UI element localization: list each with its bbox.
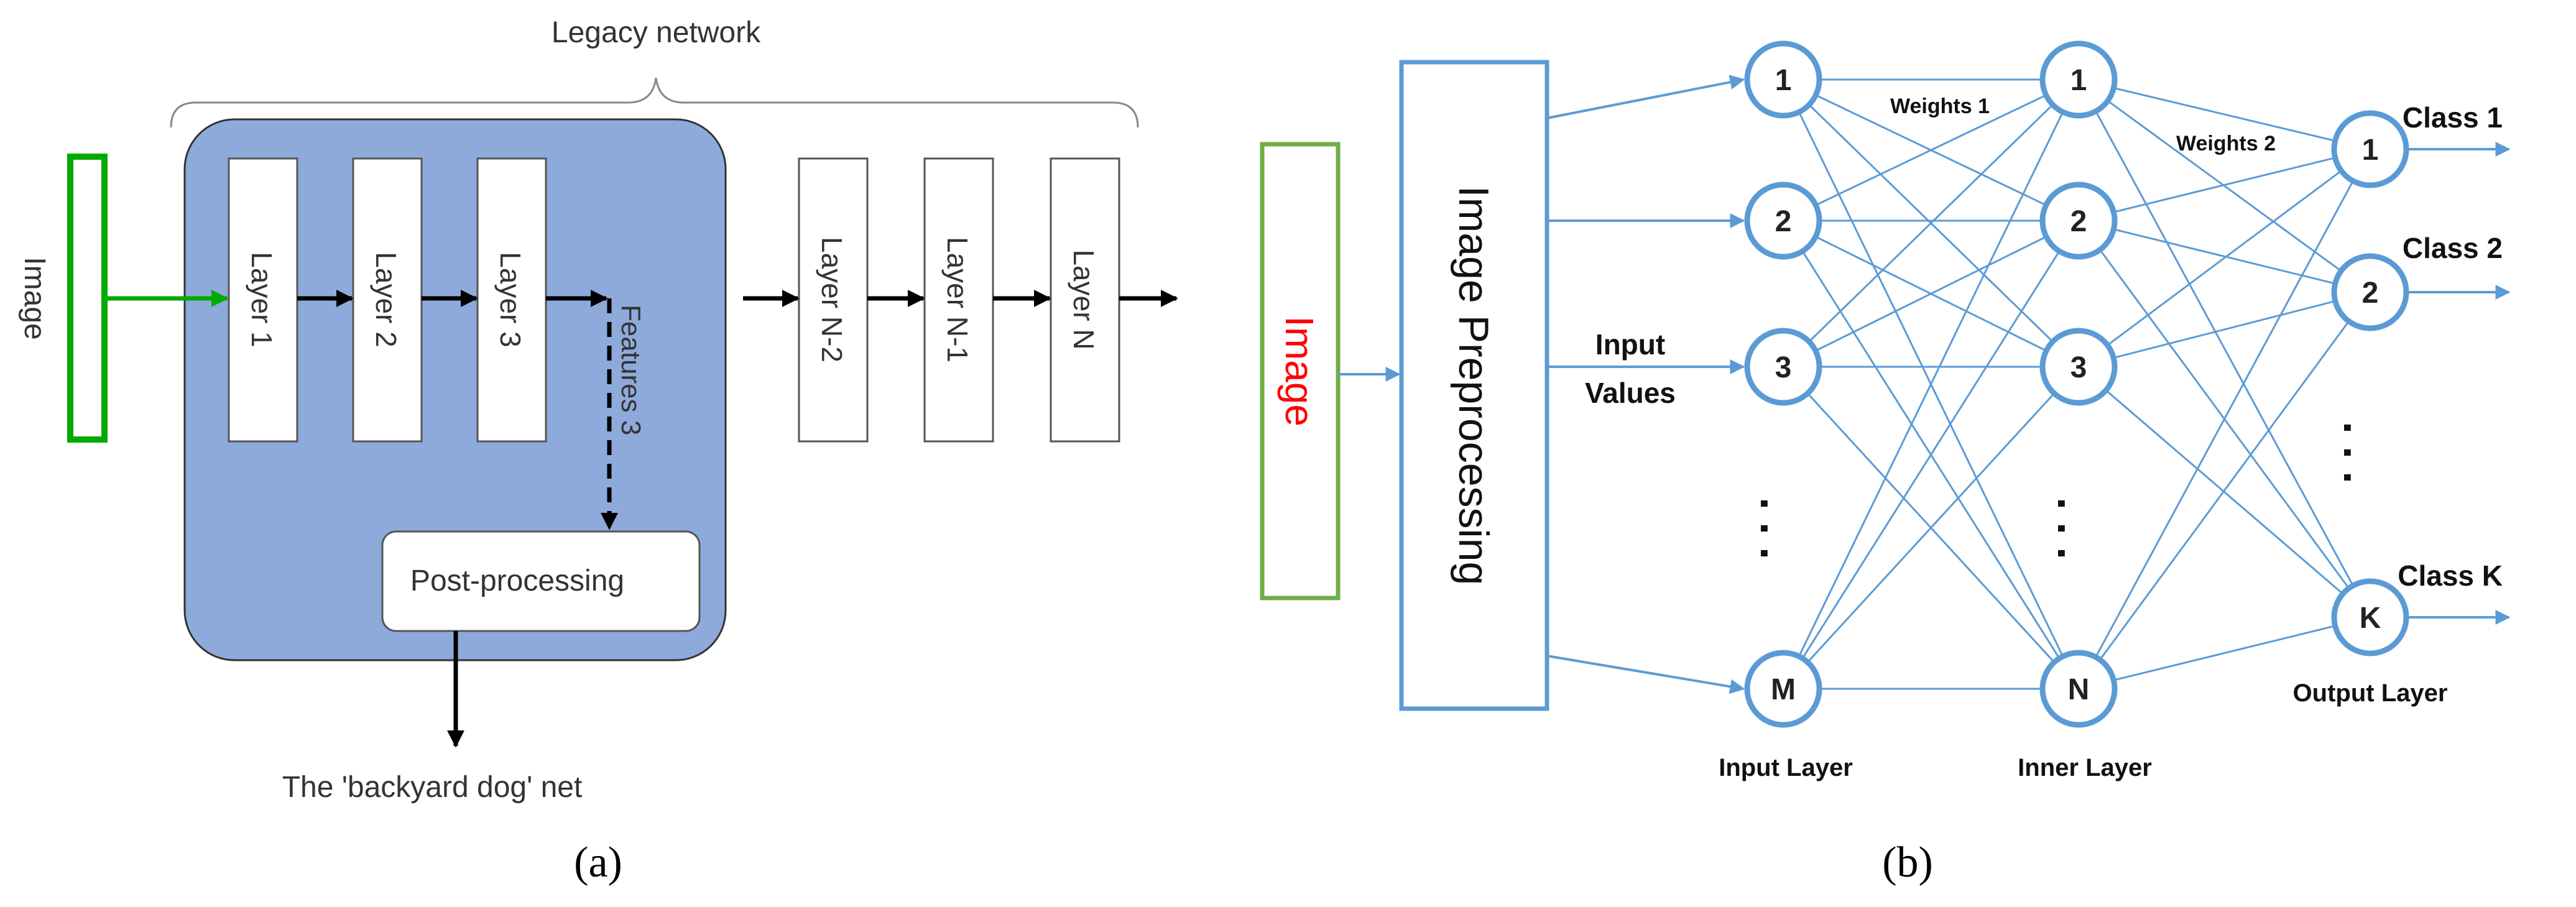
input-node-3-circle — [1744, 328, 1822, 406]
layer-n-label: Layer N — [1068, 249, 1100, 349]
layer-n-1-label: Layer N-1 — [941, 237, 974, 362]
image-box-b — [1260, 142, 1341, 601]
weight1-connection — [1782, 78, 2080, 368]
inner-node-1: 1 — [2039, 40, 2118, 119]
backyard-dog-label: The 'backyard dog' net — [282, 771, 583, 804]
preprocessing-label: Image Preprocessing — [1450, 186, 1497, 586]
input-values-label-line1: Input — [1595, 328, 1665, 361]
weight1-connection — [1783, 219, 2079, 368]
nodes-group: 1 2 3M 1 2 3N 1 2K — [1744, 40, 2409, 728]
input-node-3: 3 — [1744, 328, 1822, 406]
output-ellipsis: . . . — [2334, 421, 2384, 484]
input-node-3-label: 3 — [1775, 351, 1792, 384]
connections-group — [1782, 78, 2371, 690]
output-node-1: 1 — [2331, 110, 2409, 188]
layer-2-label: Layer 2 — [370, 252, 402, 347]
input-layer-label: Input Layer — [1719, 754, 1853, 781]
output-layer-label: Output Layer — [2293, 679, 2448, 707]
weight2-connection — [2078, 219, 2371, 293]
layer-1-label: Layer 1 — [246, 252, 278, 347]
output-node-2-circle — [2331, 253, 2409, 331]
input-node-1-label: 1 — [1775, 64, 1792, 97]
weight2-connection — [2078, 148, 2371, 368]
inner-node-1-circle — [2039, 40, 2118, 119]
inner-node-1-label: 1 — [2070, 64, 2087, 97]
input-node-1-circle — [1744, 40, 1822, 119]
image-input-label: Image — [18, 257, 51, 339]
image-label-b: Image — [1277, 316, 1322, 426]
features-3-label: Features 3 — [616, 305, 646, 435]
inner-node-2-circle — [2039, 182, 2118, 260]
weights-2-label: Weights 2 — [2176, 132, 2276, 155]
input-node-m: M — [1744, 650, 1822, 728]
inner-node-2: 2 — [2039, 182, 2118, 260]
weight2-connection — [2078, 78, 2371, 150]
output-node-2: 2 — [2331, 253, 2409, 331]
inner-node-3-label: 3 — [2070, 351, 2087, 384]
output-node-2-label: 2 — [2362, 277, 2379, 310]
weight2-connection — [2078, 291, 2371, 368]
weight2-connection — [2078, 148, 2371, 222]
input-node-2-label: 2 — [1775, 205, 1792, 238]
weight2-connection — [2077, 79, 2371, 618]
preprocessing-box — [1399, 60, 1549, 711]
class-k-label: Class K — [2398, 559, 2503, 592]
input-node-1: 1 — [1744, 40, 1822, 119]
input-node-m-label: M — [1771, 673, 1796, 706]
caption-b: (b) — [1882, 839, 1933, 886]
input-arrow — [1546, 75, 1745, 119]
input-node-m-circle — [1744, 650, 1822, 728]
weight2-connection — [2077, 149, 2371, 689]
legacy-network-label: Legacy network — [552, 16, 761, 49]
input-node-2: 2 — [1744, 182, 1822, 260]
layer-3-label: Layer 3 — [494, 252, 527, 347]
inner-ellipsis: . . . — [2048, 497, 2098, 559]
layer-1-box — [228, 157, 298, 443]
output-node-k-label: K — [2360, 602, 2381, 635]
input-node-2-circle — [1744, 182, 1822, 260]
inner-node-n-circle — [2039, 650, 2118, 728]
input-values-label-line2: Values — [1585, 377, 1676, 409]
output-node-k-circle — [2331, 578, 2409, 656]
image-input-box — [67, 154, 108, 443]
output-node-1-circle — [2331, 110, 2409, 188]
inner-node-n: N — [2039, 650, 2118, 728]
weight2-connection — [2077, 292, 2371, 689]
class-2-label: Class 2 — [2403, 232, 2503, 264]
inner-layer-label: Inner Layer — [2018, 754, 2152, 781]
postprocessing-box — [381, 530, 701, 632]
input-ellipsis: . . . — [1751, 497, 1801, 559]
weight2-connection — [2078, 616, 2371, 690]
output-node-1-label: 1 — [2362, 134, 2379, 167]
caption-a: (a) — [574, 839, 622, 886]
weight1-connection — [1782, 220, 2080, 689]
weights-1-label: Weights 1 — [1890, 94, 1990, 118]
postprocessing-label: Post-processing — [410, 564, 624, 597]
inner-node-2-label: 2 — [2070, 205, 2087, 238]
class-1-label: Class 1 — [2403, 101, 2503, 134]
inner-node-3-circle — [2039, 328, 2118, 406]
weight1-connection — [1783, 78, 2079, 222]
weight1-connection — [1782, 366, 2080, 690]
input-arrow — [1546, 655, 1745, 694]
legacy-network-brace — [170, 77, 1139, 128]
layer-n-box — [1050, 157, 1120, 443]
layer-n-1-box — [923, 157, 994, 443]
inner-node-3: 3 — [2039, 328, 2118, 406]
inner-node-n-label: N — [2068, 673, 2090, 706]
panel-a: Legacy network Image Layer 1 Layer 2 Lay… — [18, 16, 1178, 886]
weight1-connection — [1782, 79, 2080, 689]
output-node-k: K — [2331, 578, 2409, 656]
layer-3-box — [476, 157, 547, 443]
arrows-group — [1546, 75, 2511, 694]
layer-n-2-label: Layer N-2 — [816, 237, 848, 362]
panel-b: Image Image Preprocessing Input Values W… — [1260, 40, 2511, 886]
